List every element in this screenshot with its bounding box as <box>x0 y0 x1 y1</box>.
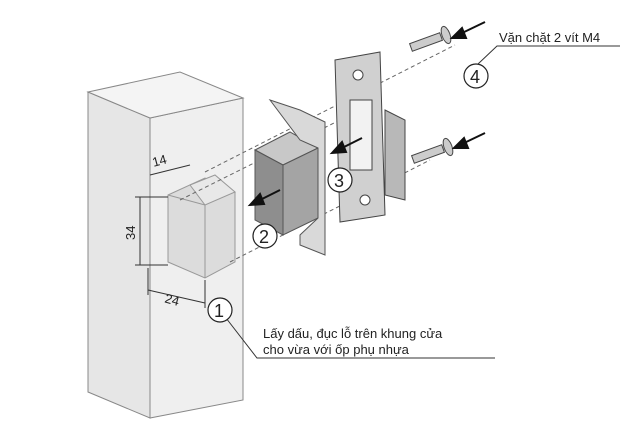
door-frame <box>86 71 245 419</box>
dimension-height: 34 <box>123 226 138 240</box>
step-3-number: 3 <box>334 171 344 191</box>
step-1-number: 1 <box>214 301 224 321</box>
step-markers <box>207 63 489 323</box>
step-1-label-line1: Lấy dấu, đục lỗ trên khung cửa <box>263 326 443 341</box>
strike-plate <box>334 51 406 223</box>
direction-arrows <box>247 21 486 207</box>
step-1-label-line2: cho vừa với ốp phụ nhựa <box>263 342 409 357</box>
plastic-box <box>253 99 326 256</box>
step-4-number: 4 <box>470 67 480 87</box>
step-4-label: Vặn chặt 2 vít M4 <box>499 30 601 45</box>
dimension-depth: 14 <box>150 152 168 170</box>
screw-bottom <box>410 137 454 164</box>
leader-lines <box>225 45 620 359</box>
screw-top <box>408 25 452 52</box>
dimension-lines <box>135 164 206 308</box>
step-2-number: 2 <box>259 227 269 247</box>
dimension-width: 24 <box>163 291 181 309</box>
mortise-hole <box>167 174 236 279</box>
